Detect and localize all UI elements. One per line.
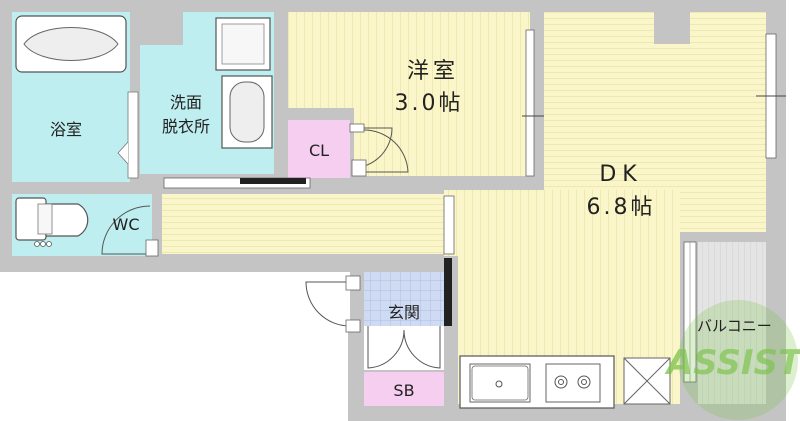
refrigerator-space-icon xyxy=(623,357,671,405)
wash-basin-icon xyxy=(221,75,273,149)
stove-icon xyxy=(545,363,601,403)
western-room-sliding-door xyxy=(525,29,535,177)
shoe-box-floor xyxy=(364,372,444,406)
toilet-icon xyxy=(15,197,89,247)
western-room-floor xyxy=(288,12,530,108)
front-door xyxy=(305,275,361,333)
hallway-floor xyxy=(162,194,448,254)
outside-area xyxy=(296,272,350,332)
balcony-floor xyxy=(698,242,766,404)
entrance-floor xyxy=(364,272,444,330)
western-room-door xyxy=(351,129,409,177)
watermark-text: ASSIST xyxy=(664,343,800,383)
label-balcony: バルコニー xyxy=(697,317,772,335)
label-western-size: 3.0帖 xyxy=(395,91,464,116)
bathtub-icon xyxy=(15,15,127,73)
entrance-double-door xyxy=(364,326,444,370)
label-entrance: 玄関 xyxy=(388,303,420,322)
entrance-wall xyxy=(444,258,452,326)
hallway-door-frame xyxy=(443,195,455,255)
label-dk: DK xyxy=(599,162,642,187)
wc-door xyxy=(101,205,159,257)
label-dk-size: 6.8帖 xyxy=(587,195,656,220)
dk-wall-notch xyxy=(654,12,690,44)
washroom-wall-notch xyxy=(140,12,183,45)
label-washroom-line1: 洗面 xyxy=(170,93,202,112)
label-bath: 浴室 xyxy=(50,120,82,139)
bath-door-step xyxy=(127,91,139,179)
sink-icon xyxy=(471,365,529,401)
washroom-sliding-door xyxy=(163,177,311,189)
western-room-floor-lower xyxy=(354,108,530,176)
label-washroom-line2: 脱衣所 xyxy=(162,117,210,136)
label-shoe-box: SB xyxy=(393,381,414,400)
washing-machine-icon xyxy=(215,17,271,71)
balcony-window xyxy=(683,241,697,383)
label-toilet: WC xyxy=(113,215,140,234)
closet-floor xyxy=(288,120,350,178)
bath-door-fold xyxy=(117,141,129,165)
assist-logo: ASSIST xyxy=(664,300,800,420)
label-closet: CL xyxy=(309,141,329,160)
window-right xyxy=(756,33,786,159)
label-western-room: 洋室 xyxy=(407,59,459,84)
